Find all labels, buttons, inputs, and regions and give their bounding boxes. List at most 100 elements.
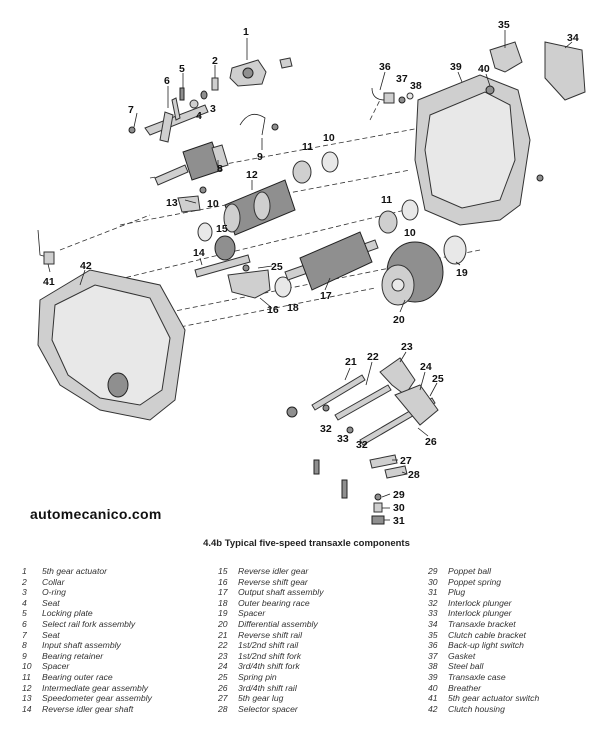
part-races-spacers [197,151,419,242]
callout-22: 22 [367,351,379,363]
figure-caption: 4.4b Typical five-speed transaxle compon… [203,538,410,549]
callout-32b: 32 [356,439,368,451]
part-speedometer-gear [177,186,207,213]
callout-18: 18 [287,302,299,314]
callout-10b: 10 [404,227,416,239]
callout-29: 29 [393,489,405,501]
callout-33: 33 [337,433,349,445]
callout-8: 8 [217,163,223,175]
callouts: 1 2 3 4 5 6 7 8 9 10 10 10 11 11 12 13 1… [43,19,579,527]
callout-12: 12 [246,169,258,181]
callout-11a: 11 [302,141,313,153]
callout-30: 30 [393,502,405,514]
callout-7: 7 [128,104,134,116]
callout-1: 1 [243,26,249,38]
part-poppet [313,459,385,525]
callout-25a: 25 [271,261,283,273]
callout-14: 14 [193,247,205,259]
part-5th-gear-lug [369,454,408,479]
part-reverse-idler [194,235,251,278]
part-intermediate-gear [223,179,296,236]
callout-2: 2 [212,55,218,67]
callout-17: 17 [320,290,332,302]
callout-6: 6 [164,75,170,87]
callout-9: 9 [257,151,263,163]
part-input-shaft [154,141,229,186]
callout-10a: 10 [323,132,335,144]
callout-4: 4 [196,110,202,122]
callout-20: 20 [393,314,405,326]
callout-37: 37 [396,73,408,85]
callout-11b: 11 [381,194,392,206]
callout-13: 13 [166,197,178,209]
callout-24: 24 [420,361,432,373]
callout-31: 31 [393,515,405,527]
callout-28: 28 [408,469,420,481]
leader-lines [47,30,573,521]
callout-16: 16 [267,304,279,316]
callout-10c: 10 [207,198,219,210]
part-select-rail-fork [144,97,209,143]
callout-3: 3 [210,103,216,115]
part-brackets [489,41,586,101]
callout-25b: 25 [432,373,444,385]
callout-23: 23 [401,341,413,353]
callout-5: 5 [179,63,185,75]
part-small-hardware [128,77,219,134]
callout-41: 41 [43,276,55,288]
part-5th-gear-actuator [229,57,293,87]
callout-34: 34 [567,32,579,44]
part-bearing-retainer [239,113,279,136]
part-backup-switch [371,87,414,104]
part-clutch-housing [37,269,186,421]
part-shift-rails [286,357,439,446]
part-reverse-shift-lever [227,264,292,299]
callout-32a: 32 [320,423,332,435]
callout-36: 36 [379,61,391,73]
callout-42: 42 [80,260,92,272]
part-actuator-switch [37,229,55,265]
part-differential [381,235,467,306]
exploded-view-diagram: 1 2 3 4 5 6 7 8 9 10 10 10 11 11 12 13 1… [37,19,586,527]
callout-40: 40 [478,63,490,75]
part-transaxle-case [414,74,544,226]
